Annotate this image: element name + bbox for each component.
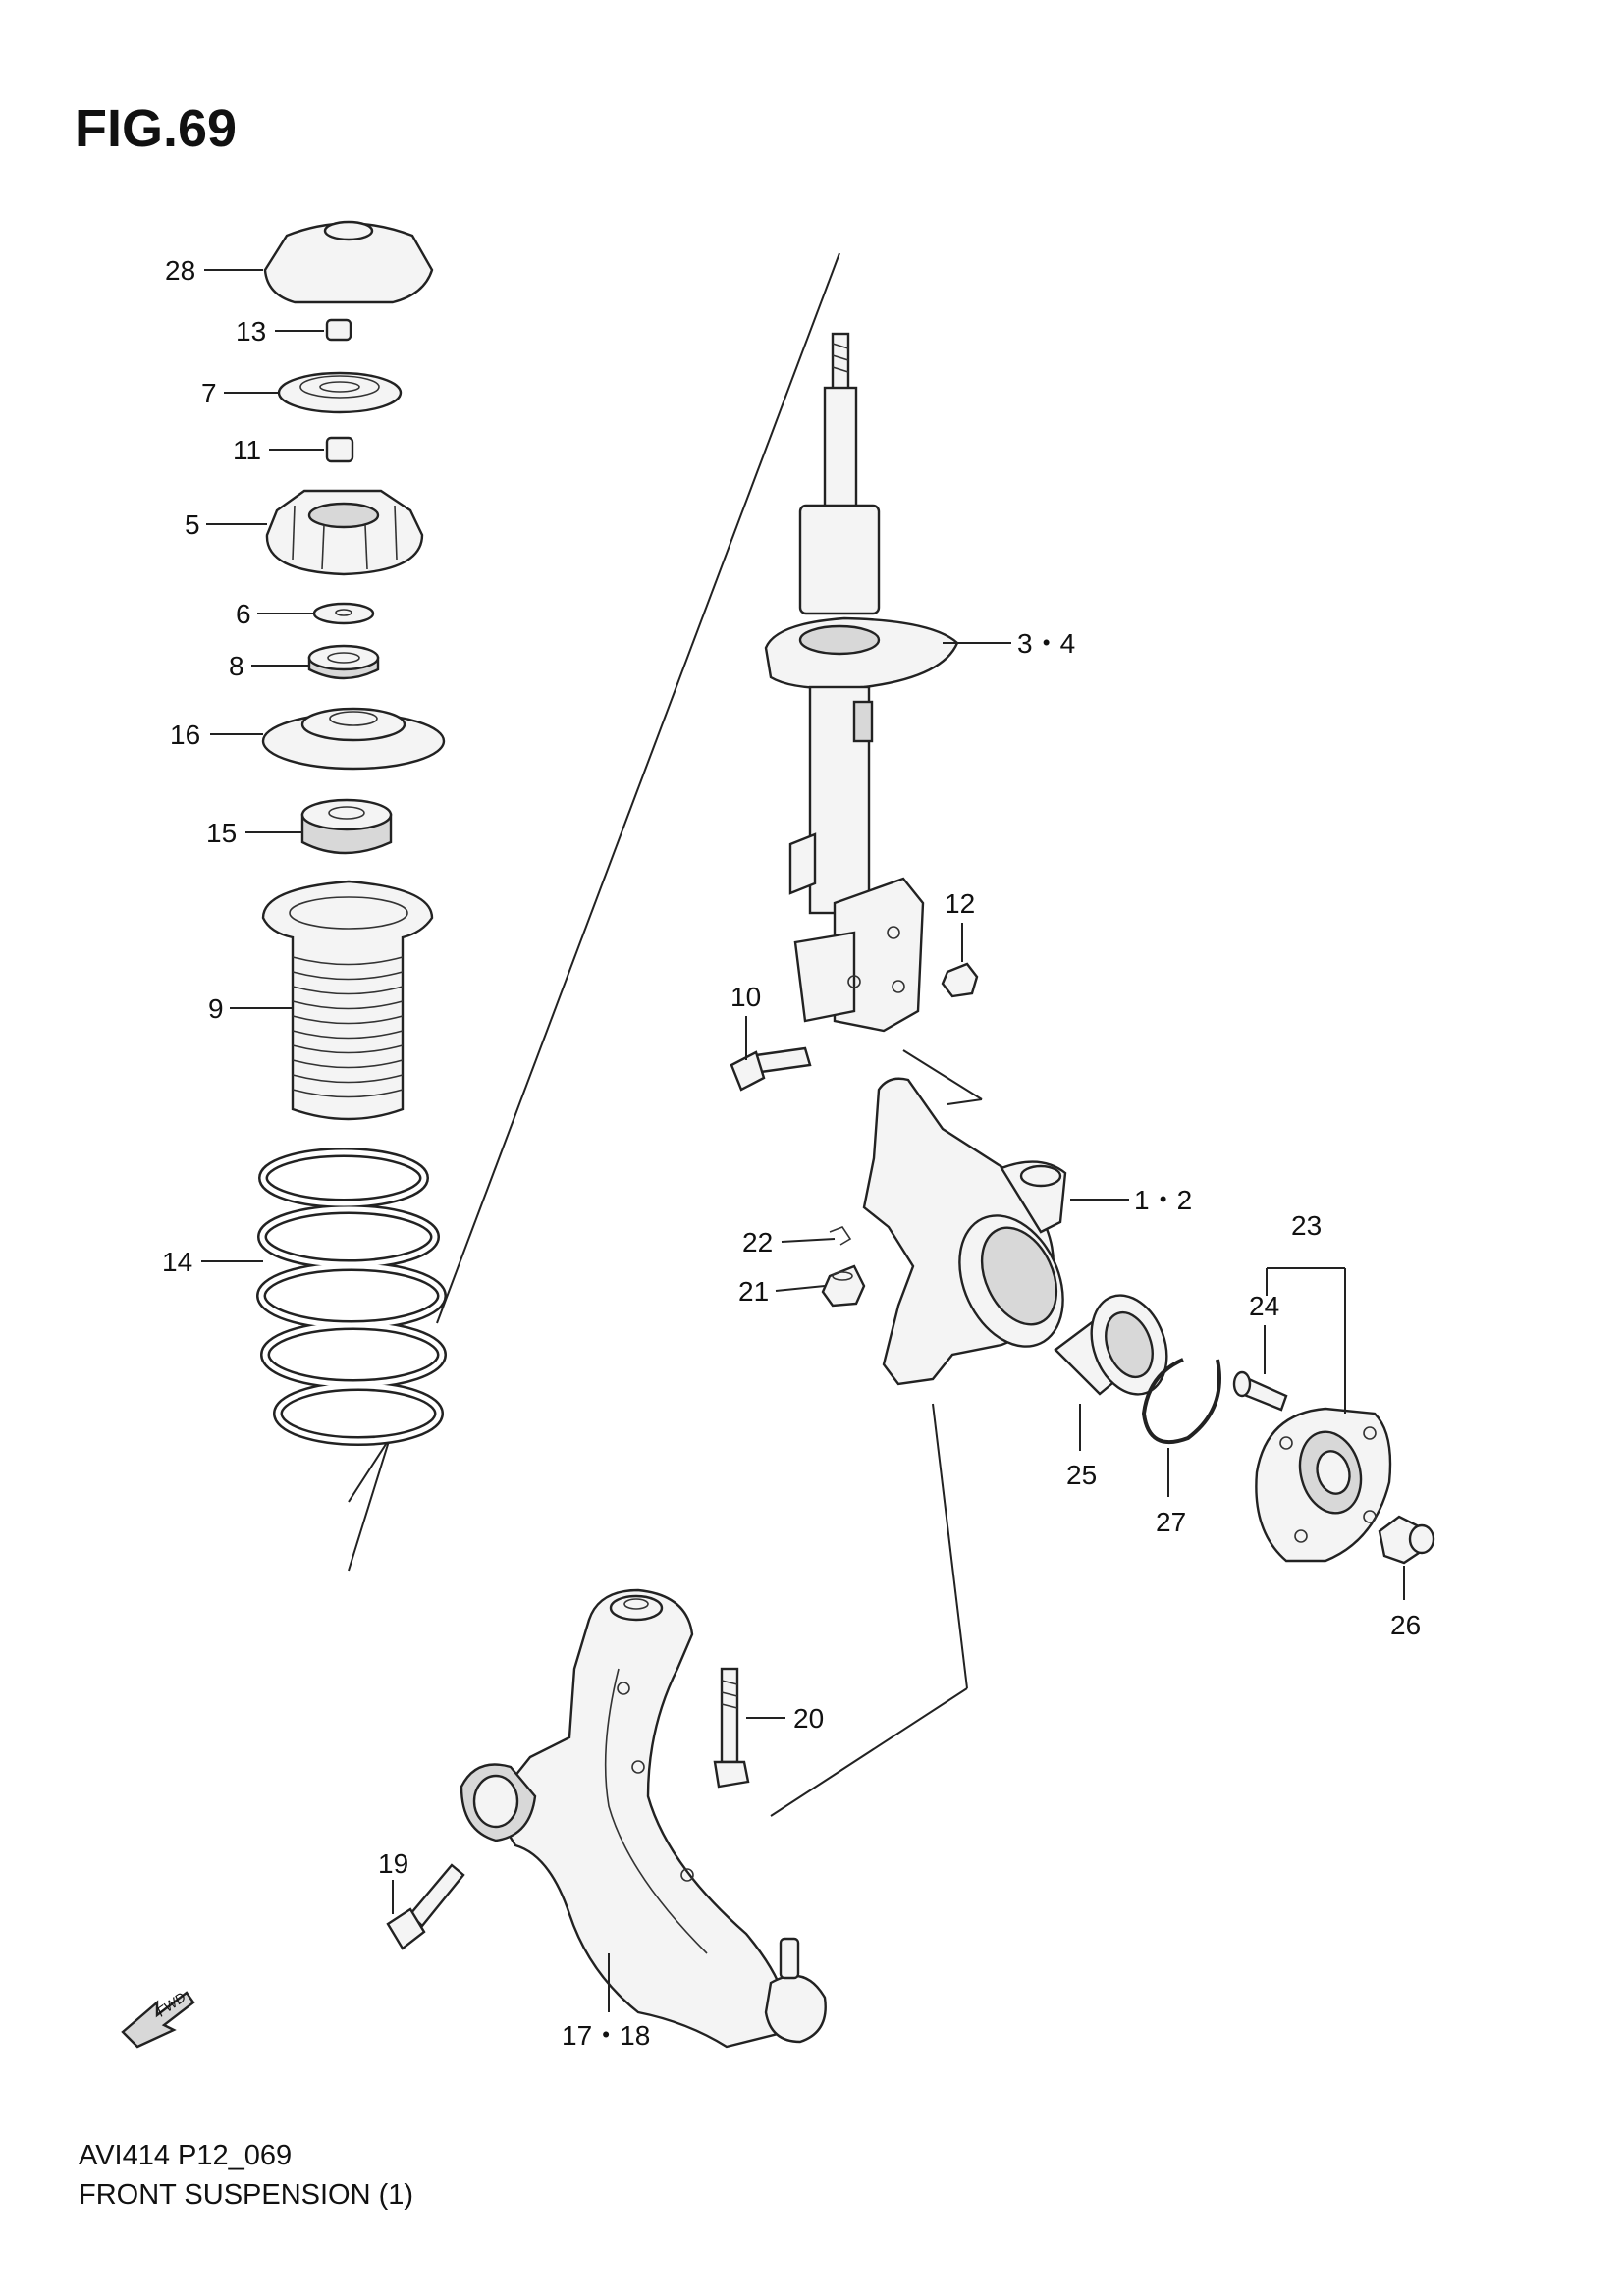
part-bearing bbox=[307, 644, 380, 680]
part-nut-21 bbox=[821, 1264, 866, 1308]
callout-16: 16 bbox=[170, 720, 200, 750]
part-coil-spring-inner bbox=[258, 1149, 445, 1444]
part-strut-mount bbox=[265, 489, 424, 576]
callout-leaders bbox=[201, 269, 1405, 2012]
guide-lines bbox=[348, 252, 983, 1817]
part-lower-control-arm bbox=[460, 1588, 827, 2049]
callout-1-2: 1・2 bbox=[1134, 1185, 1192, 1215]
part-wheel-stud bbox=[1232, 1370, 1288, 1412]
part-nut-11 bbox=[325, 436, 354, 463]
callout-3-4: 3・4 bbox=[1017, 628, 1075, 659]
callout-14: 14 bbox=[162, 1247, 192, 1277]
callout-15: 15 bbox=[206, 818, 237, 848]
callout-6: 6 bbox=[236, 599, 251, 629]
part-nut-12 bbox=[941, 962, 979, 998]
callout-21: 21 bbox=[738, 1276, 769, 1307]
part-bolt-20 bbox=[713, 1667, 750, 1789]
callout-12: 12 bbox=[945, 888, 975, 919]
callout-24: 24 bbox=[1249, 1291, 1279, 1321]
part-dust-cover bbox=[263, 220, 434, 304]
callout-9: 9 bbox=[208, 993, 224, 1024]
callout-11: 11 bbox=[233, 435, 261, 465]
callout-19: 19 bbox=[378, 1848, 408, 1879]
callout-5: 5 bbox=[185, 509, 200, 540]
figure-name: FRONT SUSPENSION (1) bbox=[79, 2179, 414, 2211]
part-steering-knuckle bbox=[862, 1077, 1067, 1386]
part-bump-stop bbox=[300, 798, 393, 855]
callout-28: 28 bbox=[165, 255, 195, 286]
part-spring-seat bbox=[261, 707, 446, 771]
callout-20: 20 bbox=[793, 1703, 824, 1734]
callout-27: 27 bbox=[1156, 1507, 1186, 1537]
part-clip-22 bbox=[829, 1226, 852, 1246]
part-strut-assembly bbox=[764, 332, 959, 1033]
fwd-arrow-icon: FWD bbox=[121, 1989, 195, 2049]
part-circlip bbox=[1141, 1358, 1221, 1444]
callout-17-18: 17・18 bbox=[562, 2020, 650, 2051]
callout-10: 10 bbox=[730, 982, 761, 1012]
part-wheel-bearing bbox=[1054, 1294, 1168, 1396]
callout-7: 7 bbox=[201, 378, 217, 408]
callout-23: 23 bbox=[1291, 1210, 1322, 1241]
part-bearing-plate bbox=[277, 371, 403, 414]
figure-code: AVI414 P12_069 bbox=[79, 2140, 293, 2171]
callout-25: 25 bbox=[1066, 1460, 1097, 1490]
part-wheel-hub bbox=[1255, 1407, 1392, 1563]
callout-26: 26 bbox=[1390, 1610, 1421, 1640]
boot-ribs bbox=[292, 956, 404, 1098]
callout-8: 8 bbox=[229, 651, 244, 681]
part-nut-13 bbox=[325, 318, 352, 342]
callout-13: 13 bbox=[236, 316, 266, 347]
part-washer bbox=[312, 602, 375, 625]
callout-22: 22 bbox=[742, 1227, 773, 1257]
part-hub-nut bbox=[1378, 1515, 1435, 1565]
part-bolt-10 bbox=[730, 1046, 812, 1092]
figure-title: FIG.69 bbox=[75, 99, 238, 158]
callout-labels: 28 13 7 11 5 6 8 16 15 9 14 3・4 12 10 1・… bbox=[162, 255, 1421, 2051]
part-bolt-19 bbox=[386, 1863, 465, 1950]
part-boot bbox=[261, 880, 434, 1121]
